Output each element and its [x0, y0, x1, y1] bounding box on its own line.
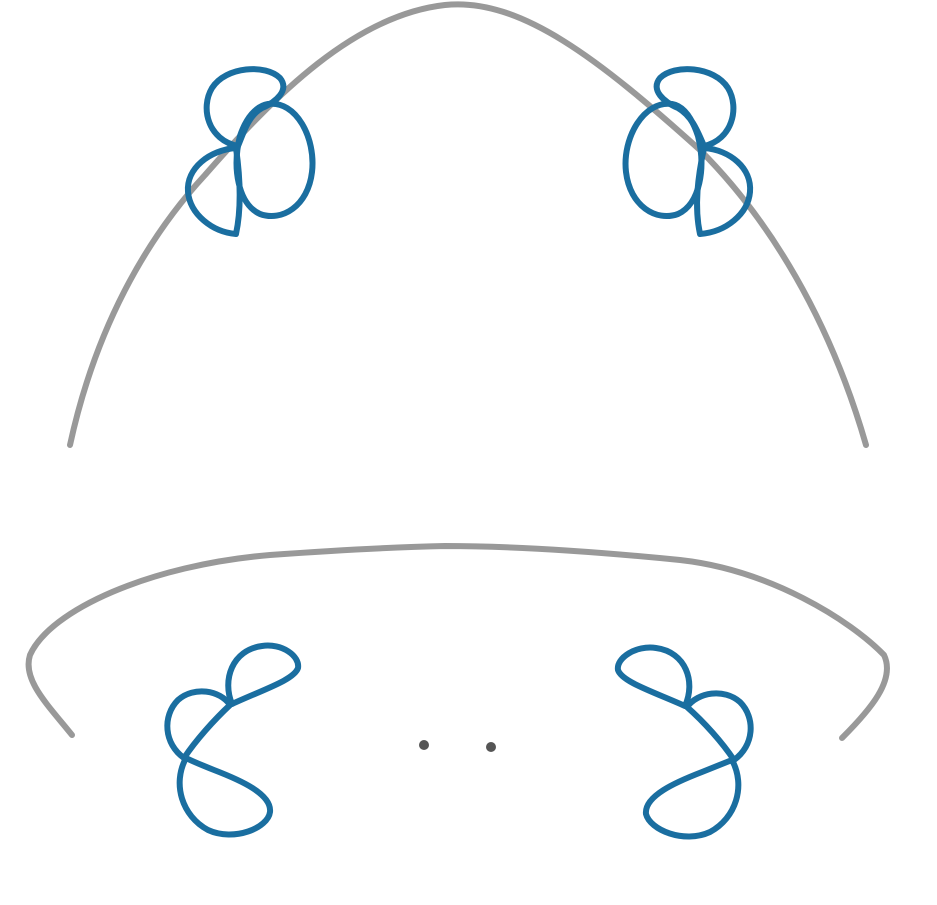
arch-outline [70, 4, 866, 445]
lower-group [29, 546, 887, 837]
knot-lobe [167, 691, 230, 758]
knot-lobe [228, 646, 298, 704]
knot-top-left [188, 69, 313, 234]
knot-lobe [646, 760, 738, 837]
dot [419, 740, 429, 750]
knot-lobe [180, 758, 270, 835]
knot-top-right [626, 69, 751, 234]
knot-lobe [237, 104, 313, 216]
dot [486, 742, 496, 752]
knot-lobe [618, 648, 689, 706]
upper-group [70, 4, 866, 445]
lid-outline [29, 546, 887, 738]
knot-bottom-left [167, 646, 298, 835]
knot-bottom-right [618, 648, 751, 837]
knot-lobe [697, 148, 750, 234]
knot-lobe [687, 693, 751, 760]
